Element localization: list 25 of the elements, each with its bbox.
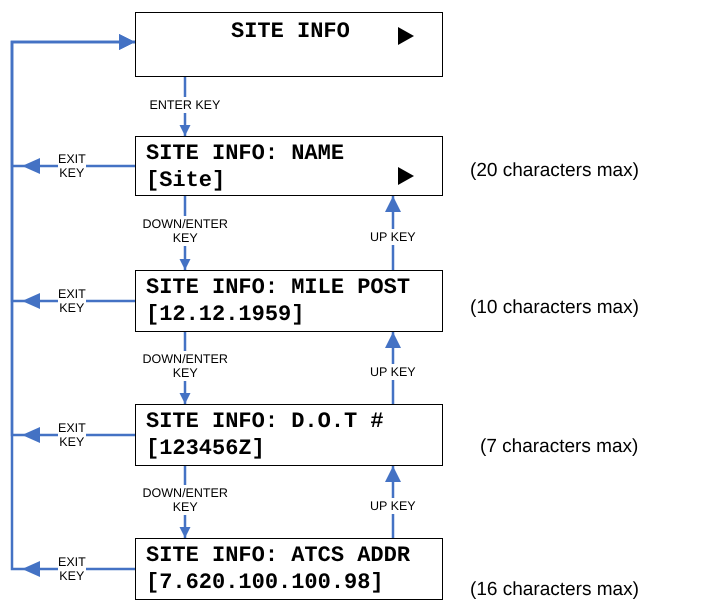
character-limit-note: (20 characters max) [470,160,639,182]
display-screen-box [135,538,443,600]
edge-label: DOWN/ENTER KEY [142,216,228,246]
screen-value: [7.620.100.100.98] [146,570,384,595]
screen-heading: SITE INFO: ATCS ADDR [146,543,410,568]
display-screen-box [135,270,443,332]
edge-label: DOWN/ENTER KEY [142,484,228,516]
character-limit-note: (7 characters max) [480,436,638,458]
edge-label: DOWN/ENTER KEY [142,350,228,382]
screen-value: [Site] [146,168,226,193]
character-limit-note: (10 characters max) [470,297,639,319]
edge-label: UP KEY [370,364,416,380]
screen-value: [123456Z] [146,436,265,461]
screen-heading: SITE INFO [231,19,350,44]
screen-heading: SITE INFO: D.O.T # [146,409,384,434]
screen-value: [12.12.1959] [146,302,304,327]
display-screen-box [135,12,443,77]
display-screen-box [135,136,443,196]
screen-heading: SITE INFO: NAME [146,141,344,166]
character-limit-note: (16 characters max) [470,579,639,601]
edge-label: ENTER KEY [150,96,220,113]
edge-label: UP KEY [370,498,416,514]
edge-label: UP KEY [370,229,416,246]
display-screen-box [135,404,443,466]
screen-heading: SITE INFO: MILE POST [146,275,410,300]
